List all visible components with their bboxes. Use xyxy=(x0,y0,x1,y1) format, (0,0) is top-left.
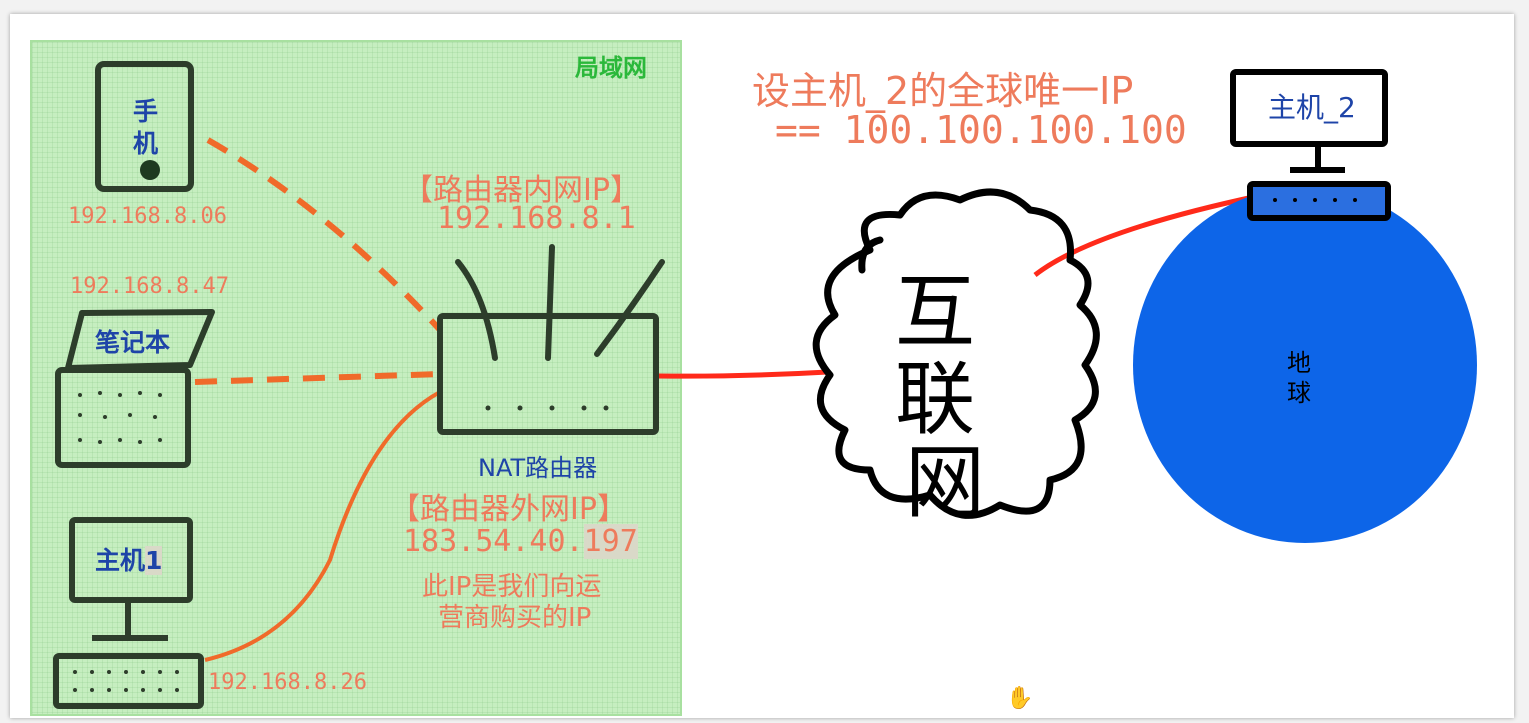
router-device xyxy=(437,244,665,435)
host1-label-main: 主机 xyxy=(95,546,146,575)
host2-keyboard xyxy=(1247,181,1391,221)
laptop-label: 笔记本 xyxy=(95,328,171,357)
host1-label: 主机1 xyxy=(95,541,163,577)
router-note-line1: 此IP是我们向运 xyxy=(422,572,602,602)
phone-ip: 192.168.8.06 xyxy=(68,204,227,229)
router-outer-ip-last: 197 xyxy=(583,524,638,559)
phone-label-line1: 手 xyxy=(133,97,159,126)
router-internet-link xyxy=(657,369,829,379)
host1-label-num: 1 xyxy=(145,546,163,575)
router-outer-ip: 183.54.40.197 xyxy=(403,524,638,559)
internet-char-3: 网 xyxy=(905,436,985,529)
hand-cursor-icon: ✋ xyxy=(1006,686,1034,711)
internet-cloud xyxy=(812,188,1100,519)
router-inner-ip-title: 【路由器内网IP】 xyxy=(403,173,640,208)
phone-device xyxy=(95,61,194,192)
headline-line1: 设主机_2的全球唯一IP xyxy=(752,69,1134,113)
laptop-router-link xyxy=(194,371,441,385)
host2-label: 主机_2 xyxy=(1268,91,1356,124)
earth-label-line1: 地 xyxy=(1287,349,1311,377)
host1-ip: 192.168.8.26 xyxy=(208,670,367,695)
laptop-ip: 192.168.8.47 xyxy=(70,274,229,299)
host1-device xyxy=(53,517,204,709)
phone-label-line2: 机 xyxy=(133,129,159,158)
internet-char-1: 互 xyxy=(895,266,975,359)
internet-host2-link xyxy=(1033,193,1259,277)
earth-label-line2: 球 xyxy=(1287,379,1311,407)
router-outer-ip-title: 【路由器外网IP】 xyxy=(390,492,627,527)
router-note-line2: 营商购买的IP xyxy=(438,603,592,633)
lan-label: 局域网 xyxy=(575,54,647,82)
internet-char-2: 联 xyxy=(895,353,975,446)
headline-line2: == 100.100.100.100 xyxy=(775,108,1187,152)
router-label: NAT路由器 xyxy=(478,454,598,482)
host2-device xyxy=(1230,69,1388,173)
router-inner-ip: 192.168.8.1 xyxy=(437,201,636,236)
phone-router-link xyxy=(206,137,443,333)
router-outer-ip-main: 183.54.40. xyxy=(403,524,584,559)
host1-router-link xyxy=(204,390,441,662)
earth-globe xyxy=(1133,187,1477,543)
laptop-device xyxy=(55,309,215,468)
